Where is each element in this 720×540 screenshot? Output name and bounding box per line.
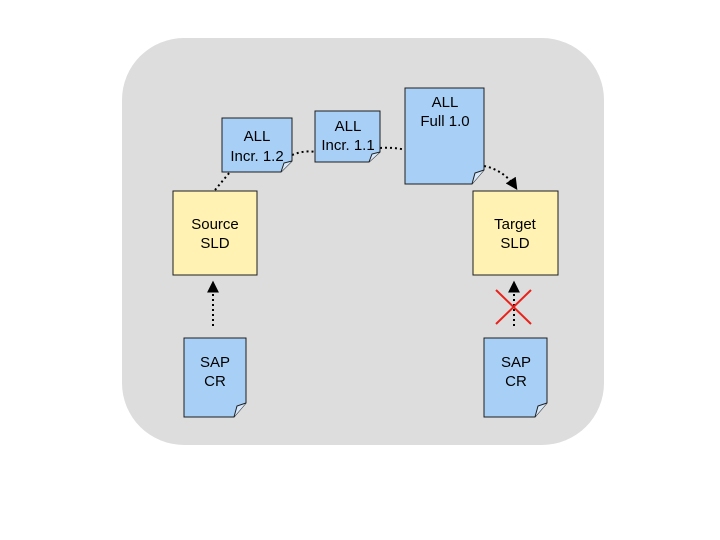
full10-to-target-arrow bbox=[483, 165, 518, 190]
target-cr-line1: SAP bbox=[501, 354, 531, 371]
document-incr-1-1-line2: Incr. 1.1 bbox=[321, 137, 374, 154]
source-sld-label-line2: SLD bbox=[200, 235, 229, 252]
document-incr-1-2-line1: ALL bbox=[244, 128, 271, 145]
target-cr-line2: CR bbox=[505, 373, 527, 390]
source-cr-line2: CR bbox=[204, 373, 226, 390]
source-to-incr12-connector bbox=[214, 171, 231, 191]
document-all-full-1-0: ALL Full 1.0 bbox=[404, 87, 485, 185]
document-source-sap-cr: SAP CR bbox=[183, 337, 247, 418]
source-sld-label-line1: Source bbox=[191, 216, 239, 233]
target-sld-label-line2: SLD bbox=[500, 235, 529, 252]
document-full-1-0-line2: Full 1.0 bbox=[420, 113, 469, 130]
document-full-1-0-line1: ALL bbox=[432, 94, 459, 111]
document-incr-1-2-line2: Incr. 1.2 bbox=[230, 148, 283, 165]
document-incr-1-1-line1: ALL bbox=[335, 118, 362, 135]
target-sld-label-line1: Target bbox=[494, 216, 537, 233]
x-mark-icon bbox=[495, 289, 532, 325]
source-cr-line1: SAP bbox=[200, 354, 230, 371]
target-sld-box: Target SLD bbox=[472, 190, 559, 276]
document-target-sap-cr: SAP CR bbox=[483, 337, 548, 418]
document-all-incr-1-1: ALL Incr. 1.1 bbox=[314, 110, 381, 163]
incr11-to-full10-connector bbox=[379, 146, 407, 151]
document-all-incr-1-2: ALL Incr. 1.2 bbox=[221, 117, 293, 173]
source-sld-box: Source SLD bbox=[172, 190, 258, 276]
incr12-to-incr11-connector bbox=[291, 150, 317, 156]
